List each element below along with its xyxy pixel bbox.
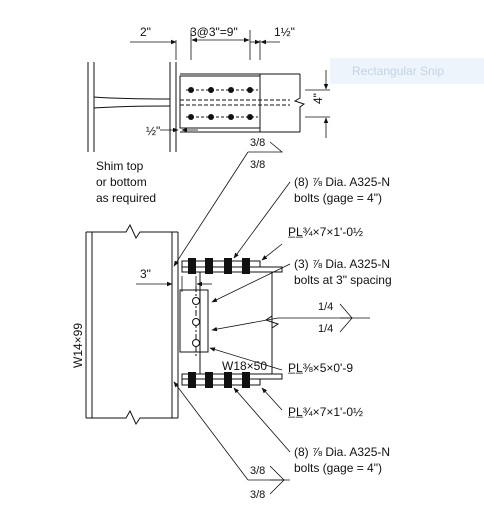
web-bolts-line1: (3) ⅞ Dia. A325-N xyxy=(294,257,390,271)
plan-view xyxy=(87,62,306,152)
bottom-bolts-line2: bolts (gage = 4") xyxy=(294,461,382,475)
shim-note-line2: or bottom xyxy=(96,175,147,189)
bottom-weld-upper: 3/8 xyxy=(250,465,265,477)
plan-bolts xyxy=(188,87,253,120)
leaders xyxy=(173,141,370,495)
plan-bolt xyxy=(188,87,194,93)
shim-note-line3: as required xyxy=(96,191,156,205)
plan-column-flange-right xyxy=(169,62,177,152)
plan-gage-lines xyxy=(186,89,258,118)
shear-plate-label: P̲L̲⅜×5×0'-9 xyxy=(288,361,354,375)
web-bolt xyxy=(192,339,200,347)
plan-column-flange-left xyxy=(87,62,95,152)
top-weld-upper: 3/8 xyxy=(250,137,265,149)
plan-bolt xyxy=(188,114,194,120)
plan-bolt xyxy=(228,114,234,120)
web-bolt xyxy=(192,297,200,305)
plan-dim-edge: 1½" xyxy=(274,25,295,39)
plan-break-line xyxy=(293,74,306,132)
mid-weld-upper: 1/4 xyxy=(318,301,333,313)
plan-bolt xyxy=(208,87,214,93)
plan-beam-flange xyxy=(180,73,300,133)
column-flange-right xyxy=(171,232,179,418)
bottom-flange-bolts xyxy=(188,372,250,388)
mid-weld-lower: 1/4 xyxy=(318,323,333,335)
beam-label: W18×50 xyxy=(222,359,267,373)
plan-column-web xyxy=(93,96,171,109)
top-bolts-line2: bolts (gage = 4") xyxy=(294,191,382,205)
plan-bolt xyxy=(247,114,253,120)
shim-note-line1: Shim top xyxy=(96,159,144,173)
web-bolt xyxy=(192,318,200,326)
bottom-bolts-line1: (8) ⅞ Dia. A325-N xyxy=(294,445,390,459)
web-bolts xyxy=(192,297,200,347)
plan-dim-shim-gap: ½" xyxy=(146,124,160,138)
bottom-plate-label: P̲L̲¾×7×1'-0½ xyxy=(288,405,363,419)
top-plate-label: P̲L̲¾×7×1'-0½ xyxy=(288,225,363,239)
column-break-top xyxy=(86,223,178,240)
top-weld-lower: 3/8 xyxy=(250,159,265,171)
column-label: W14×99 xyxy=(71,323,85,368)
column-break-bottom xyxy=(86,409,178,426)
snip-tool-overlay[interactable]: Rectangular Snip xyxy=(330,58,484,84)
plan-flange-plate xyxy=(179,75,261,129)
setback-label: 3" xyxy=(140,267,151,281)
column-flange-left xyxy=(85,232,93,418)
bottom-flange-plate xyxy=(181,378,261,386)
plan-bolt xyxy=(247,87,253,93)
top-bolts-line1: (8) ⅞ Dia. A325-N xyxy=(294,175,390,189)
plan-dim-left: 2" xyxy=(140,25,151,39)
plan-dimensions xyxy=(130,30,330,138)
web-bolts-line2: bolts at 3" spacing xyxy=(294,273,392,287)
plan-bolt xyxy=(228,87,234,93)
top-flange-bolts xyxy=(188,258,250,274)
bottom-weld-lower: 3/8 xyxy=(250,489,265,501)
plan-dim-gage: 4" xyxy=(311,93,325,104)
elevation-view xyxy=(85,223,283,426)
plan-bolt xyxy=(208,114,214,120)
plan-dim-bolt-spacing: 3@3"=9" xyxy=(190,25,238,39)
plan-beam-web xyxy=(180,99,290,106)
shear-plate xyxy=(179,289,209,353)
setback-dimension xyxy=(136,276,212,292)
beam-break xyxy=(264,272,280,374)
